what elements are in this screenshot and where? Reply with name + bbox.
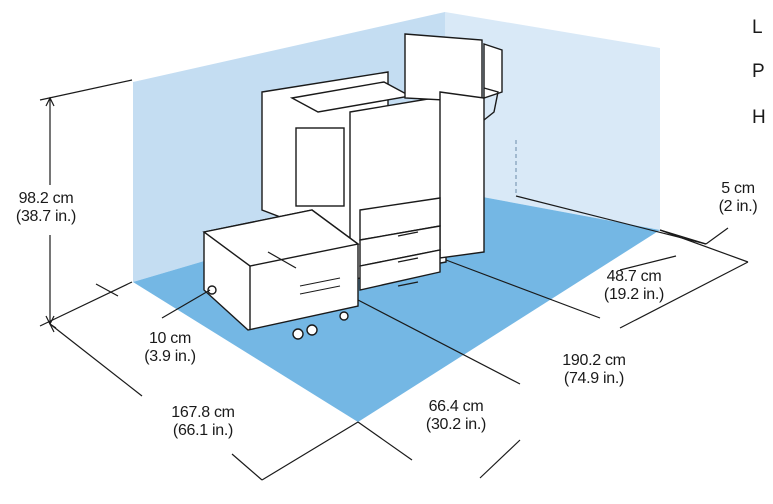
side-label-h: H xyxy=(752,107,766,128)
left-clearance-cm: 10 cm xyxy=(148,330,192,347)
right-clearance-in: (19.2 in.) xyxy=(603,286,665,303)
rear-clearance-cm: 5 cm xyxy=(721,180,755,197)
total-width-in: (74.9 in.) xyxy=(563,370,625,387)
rear-clearance-in: (2 in.) xyxy=(718,198,758,215)
total-depth-in: (66.1 in.) xyxy=(172,422,234,439)
left-clearance-in: (3.9 in.) xyxy=(144,348,196,365)
side-label-l: L xyxy=(752,17,763,38)
side-label-p: P xyxy=(752,61,765,82)
right-clearance-cm: 48.7 cm xyxy=(606,268,662,285)
height-in: (38.7 in.) xyxy=(15,208,77,225)
front-clearance-cm: 66.4 cm xyxy=(428,398,484,415)
total-depth-label: 167.8 cm (66.1 in.) xyxy=(158,404,248,440)
printer-illustration xyxy=(202,33,503,340)
total-width-cm: 190.2 cm xyxy=(562,352,626,369)
right-clearance-label: 48.7 cm (19.2 in.) xyxy=(590,268,678,304)
height-label: 98.2 cm (38.7 in.) xyxy=(0,190,92,226)
front-clearance-in: (30.2 in.) xyxy=(425,416,487,433)
dimension-lines xyxy=(39,79,749,481)
total-width-label: 190.2 cm (74.9 in.) xyxy=(548,352,640,388)
total-depth-cm: 167.8 cm xyxy=(171,404,235,421)
left-clearance-label: 10 cm (3.9 in.) xyxy=(138,330,202,366)
front-clearance-label: 66.4 cm (30.2 in.) xyxy=(414,398,498,434)
rear-clearance-label: 5 cm (2 in.) xyxy=(712,180,764,216)
height-cm: 98.2 cm xyxy=(18,190,74,207)
